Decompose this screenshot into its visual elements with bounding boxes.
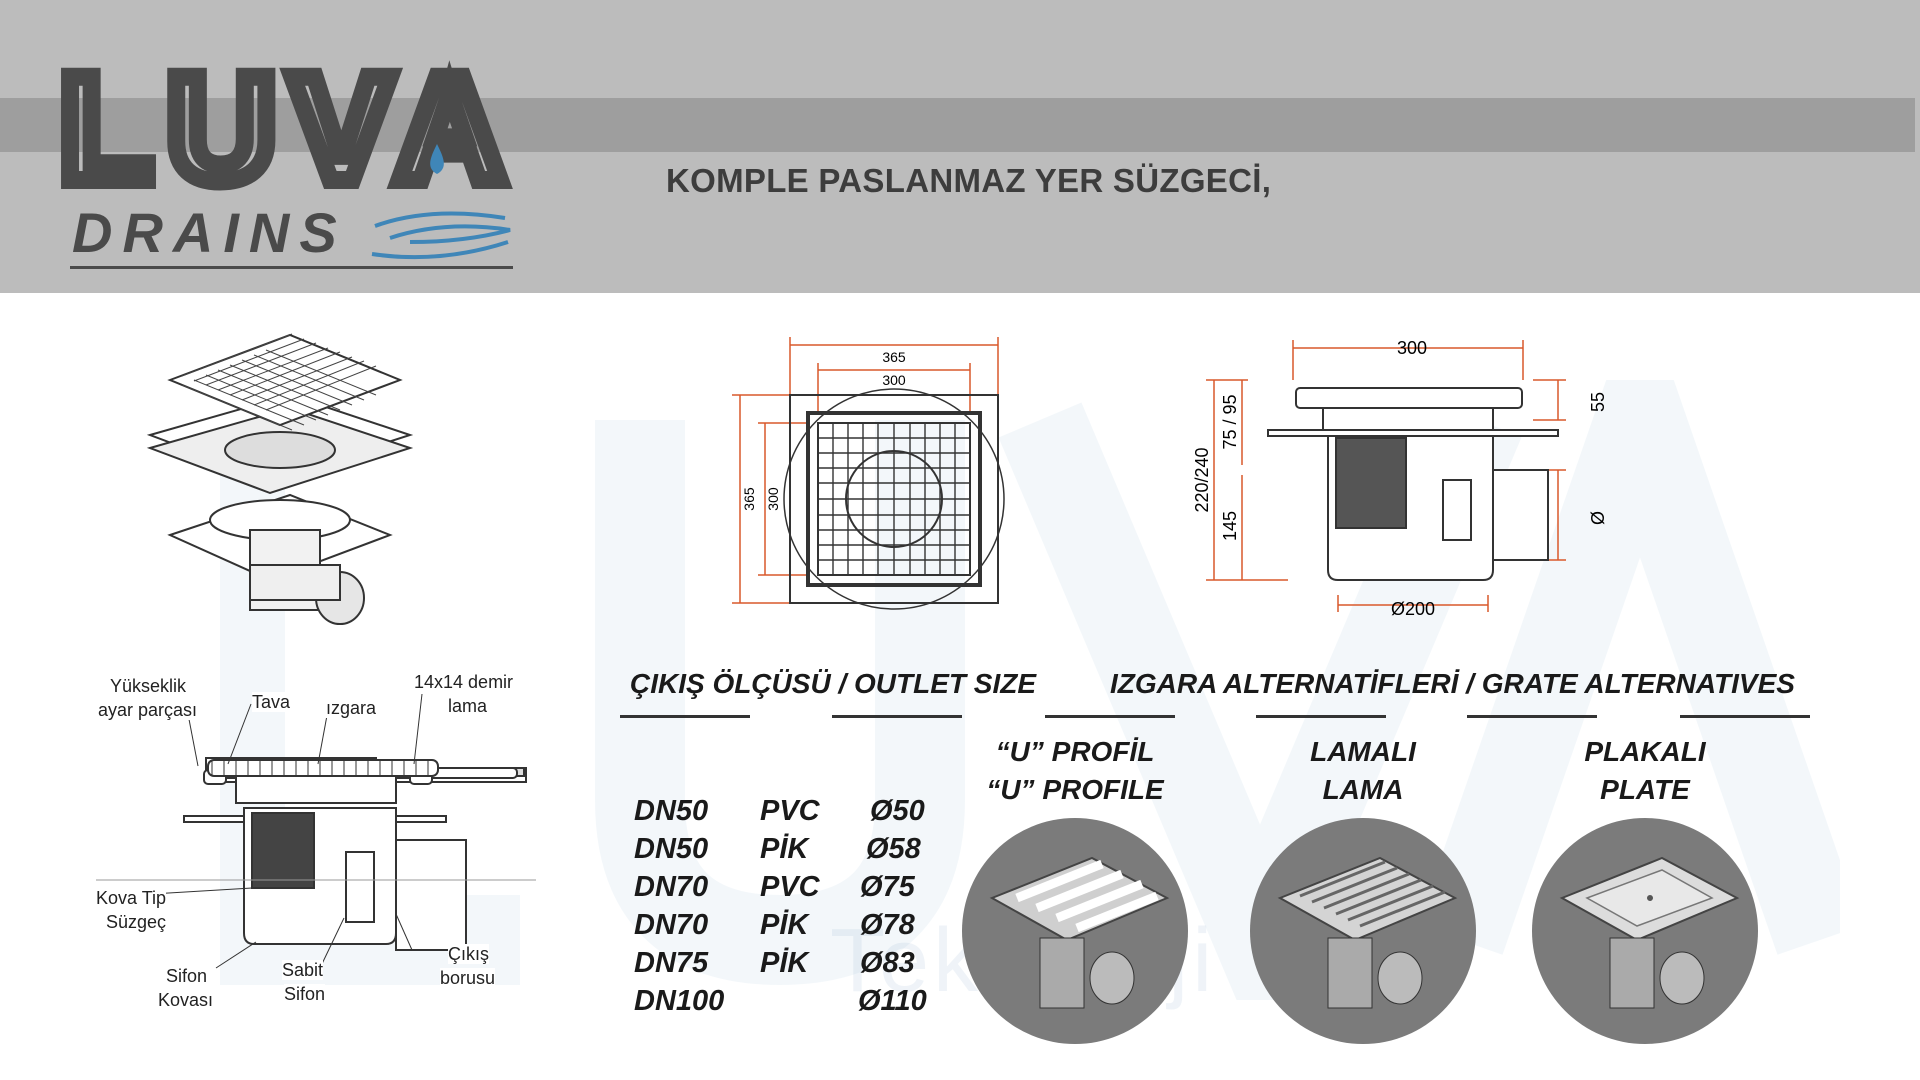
grate-heading: IZGARA ALTERNATİFLERİ / GRATE ALTERNATIV… (1110, 668, 1795, 699)
grate-rule-1 (1045, 715, 1175, 718)
label-grate: ızgara (326, 698, 377, 718)
u-profile-grate-icon (989, 856, 1170, 1009)
grate-rule-4 (1680, 715, 1810, 718)
header-band (0, 98, 1915, 152)
outlet-diameter: Ø75 (860, 871, 915, 903)
plan-view-drawing: 365 300 365 300 (732, 337, 1005, 610)
label-tray: Tava (252, 692, 291, 712)
outlet-heading: ÇIKIŞ ÖLÇÜSÜ / OUTLET SIZE (630, 668, 1037, 699)
outlet-dn: DN70 (634, 909, 709, 941)
logo-brand-sub: DRAINS (72, 201, 347, 264)
outlet-dn: DN100 (634, 985, 725, 1017)
dim-dia-right: Ø (1588, 511, 1608, 525)
outlet-diameter: Ø58 (866, 833, 921, 865)
plate-grate-icon (1559, 856, 1740, 1009)
outlet-dn: DN50 (634, 833, 709, 865)
label-height-adjuster-2: ayar parçası (98, 700, 198, 720)
grate-label-en: “U” PROFILE (986, 774, 1164, 805)
grate-photo-lama (1250, 818, 1476, 1044)
outlet-dn: DN75 (634, 947, 709, 979)
grate-label-en: LAMA (1322, 774, 1404, 805)
luva-logo: LUVA (60, 58, 514, 198)
label-outlet-pipe-2: borusu (440, 968, 496, 988)
grate-option-plate: PLAKALI PLATE (1530, 736, 1760, 806)
page-title: KOMPLE PASLANMAZ YER SÜZGECİ, (666, 162, 1272, 199)
dim-mid: 75 / 95 (1220, 394, 1240, 449)
outlet-material: PİK (760, 833, 809, 865)
water-drop-icon (430, 144, 444, 174)
dim-inner-top: 300 (882, 372, 906, 388)
dim-low: 145 (1220, 511, 1240, 541)
label-fixed-siphon-2: Sifon (284, 984, 326, 1004)
grate-label-tr: PLAKALI (1584, 736, 1706, 767)
dim-right: 55 (1588, 392, 1608, 412)
dim-total: 220/240 (1192, 447, 1212, 512)
grate-option-u-profile: “U” PROFİL “U” PROFILE (960, 736, 1190, 806)
grate-label-tr: “U” PROFİL (995, 736, 1155, 767)
outlet-material: PVC (760, 871, 820, 903)
grate-photo-plate (1532, 818, 1758, 1044)
label-bucket-filter: Kova Tip (96, 888, 167, 908)
grate-rule-3 (1467, 715, 1597, 718)
label-fixed-siphon: Sabit (282, 960, 324, 980)
label-outlet-pipe: Çıkış (448, 944, 490, 964)
dim-bottom: Ø200 (1391, 599, 1435, 619)
label-iron-bar: 14x14 demir (414, 672, 514, 692)
outlet-diameter: Ø78 (860, 909, 915, 941)
label-siphon-bucket: Sifon (166, 966, 208, 986)
lama-grate-icon (1277, 856, 1458, 1009)
grate-photo-u-profile (962, 818, 1188, 1044)
outlet-dn: DN70 (634, 871, 709, 903)
side-view-drawing: 300 220/240 75 / 95 145 55 Ø Ø200 (1192, 338, 1608, 619)
outlet-diameter: Ø83 (860, 947, 915, 979)
isometric-exploded-drawing (146, 333, 414, 625)
grate-option-lama: LAMALI LAMA (1248, 736, 1478, 806)
outlet-dn: DN50 (634, 795, 709, 827)
grate-rule-2 (1256, 715, 1386, 718)
logo-brand-main: LUVA (60, 58, 501, 198)
outlet-material: PİK (760, 909, 809, 941)
label-iron-bar-2: lama (448, 696, 488, 716)
outlet-diameter: Ø50 (870, 795, 925, 827)
outlet-rule-2 (832, 715, 962, 718)
dim-top: 300 (1397, 338, 1427, 358)
outlet-material: PİK (760, 947, 809, 979)
logo-underline (70, 266, 513, 269)
label-height-adjuster: Yükseklik (110, 676, 187, 696)
dim-outer-top: 365 (882, 349, 906, 365)
label-siphon-bucket-2: Kovası (158, 990, 214, 1010)
grate-label-tr: LAMALI (1310, 736, 1416, 767)
dim-inner-left: 300 (765, 487, 781, 511)
dim-outer-left: 365 (741, 487, 757, 511)
outlet-diameter: Ø110 (858, 985, 927, 1017)
grate-label-en: PLATE (1600, 774, 1690, 805)
section-view-drawing (96, 693, 536, 969)
label-bucket-filter-2: Süzgeç (106, 912, 167, 932)
outlet-material: PVC (760, 795, 820, 827)
wave-icon (371, 211, 511, 260)
outlet-rule-1 (620, 715, 750, 718)
